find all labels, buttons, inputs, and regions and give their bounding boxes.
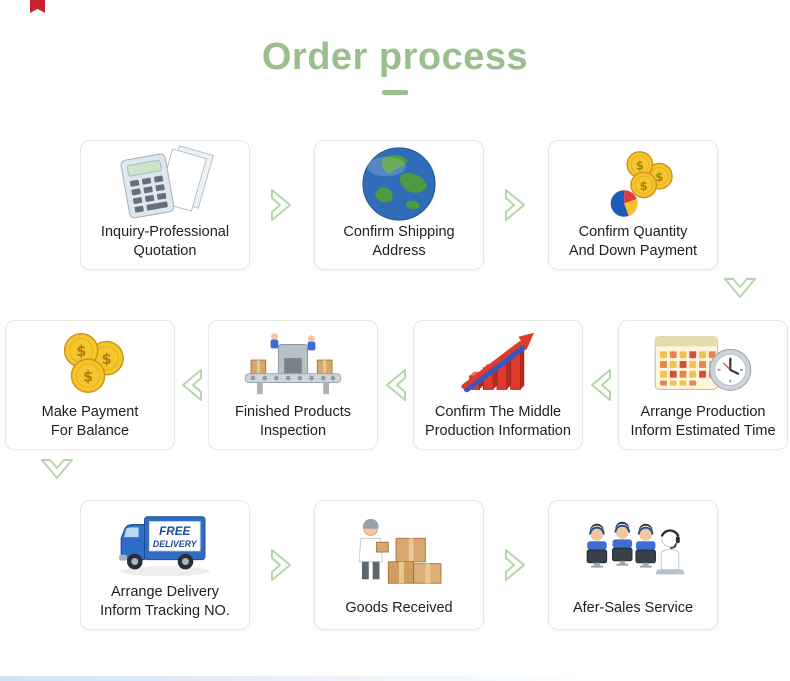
arrow-down-icon — [724, 278, 756, 298]
step-card-products-inspection: Finished Products Inspection — [208, 320, 378, 450]
arrow-right-icon — [505, 189, 525, 221]
step-card-arrange-delivery: FREE DELIVERY Arrange Delivery Inform Tr… — [80, 500, 250, 630]
step-card-payment-balance: $ $ $ Make Payment For Balance — [5, 320, 175, 450]
conveyor-inspection-icon — [244, 333, 342, 395]
step-label-line: Confirm Quantity — [578, 224, 688, 240]
step-card-goods-received: Goods Received — [314, 500, 484, 630]
step-label: Confirm The Middle Production Informatio… — [414, 403, 582, 452]
step-label-line: Address — [372, 242, 426, 259]
step-label-line: Goods Received — [345, 600, 453, 617]
step-card-inquiry-quotation: Inquiry-Professional Quotation — [80, 140, 250, 270]
dollar-glyph: $ — [83, 369, 93, 386]
step-label-line: Production Information — [425, 422, 571, 439]
step-label: Confirm Quantity And Down Payment — [549, 223, 717, 272]
arrow-right-icon — [505, 549, 525, 581]
step-label-line: Arrange Production — [640, 404, 766, 420]
calculator-quotation-icon — [110, 141, 220, 223]
growth-chart-icon — [461, 332, 535, 393]
step-label-line: Arrange Delivery — [111, 584, 219, 600]
step-card-middle-production-info: Confirm The Middle Production Informatio… — [413, 320, 583, 450]
step-label: Confirm Shipping Address — [315, 223, 483, 272]
step-label-line: Confirm The Middle — [434, 404, 562, 420]
customer-service-icon — [578, 501, 688, 599]
step-label-line: Inspection — [259, 422, 327, 439]
gold-coins-icon: $ $ $ — [63, 333, 124, 394]
growth-chart-icon — [443, 321, 553, 403]
calculator-quotation-icon — [120, 145, 214, 219]
calendar-clock-icon — [654, 336, 752, 391]
arrow-left-icon — [591, 369, 611, 401]
step-label: Inquiry-Professional Quotation — [81, 223, 249, 272]
dollar-glyph: $ — [76, 343, 86, 360]
step-label-line: Inform Estimated Time — [630, 422, 776, 439]
delivery-truck-icon: FREE DELIVERY — [119, 516, 210, 577]
step-label-line: Quotation — [133, 242, 197, 259]
arrow-down-icon — [41, 459, 73, 479]
gold-coins-icon: $ $ $ — [35, 321, 145, 403]
step-label-line: And Down Payment — [568, 242, 698, 259]
step-card-arrange-production: Arrange Production Inform Estimated Time — [618, 320, 788, 450]
arrow-right-icon — [271, 549, 291, 581]
top-left-ribbon-artifact — [30, 0, 45, 13]
step-label: Arrange Production Inform Estimated Time — [619, 403, 787, 452]
arrow-left-icon — [182, 369, 202, 401]
coins-pie-chart-icon: $ $ $ — [610, 151, 673, 218]
title-block: Order process — [0, 36, 790, 95]
conveyor-inspection-icon — [238, 321, 348, 403]
step-label-line: Confirm Shipping — [343, 224, 455, 240]
arrow-left-icon — [386, 369, 406, 401]
customer-service-icon — [586, 521, 685, 575]
dollar-glyph: $ — [640, 179, 648, 193]
delivery-truck-icon: FREE DELIVERY — [110, 501, 220, 583]
step-label: Goods Received — [315, 599, 483, 629]
step-label: Finished Products Inspection — [209, 403, 377, 452]
bottom-section-edge — [0, 676, 790, 681]
step-label-line: Afer-Sales Service — [572, 600, 694, 617]
step-card-quantity-down-payment: $ $ $ Confirm Quantity And Down Paym — [548, 140, 718, 270]
step-label: Arrange Delivery Inform Tracking NO. — [81, 583, 249, 632]
coins-pie-chart-icon: $ $ $ — [578, 141, 688, 223]
step-card-shipping-address: Confirm Shipping Address — [314, 140, 484, 270]
step-label: Afer-Sales Service — [549, 599, 717, 629]
step-label-line: For Balance — [50, 422, 130, 439]
page-title: Order process — [261, 36, 529, 78]
globe-icon — [344, 141, 454, 223]
dollar-glyph: $ — [101, 351, 111, 368]
arrow-right-icon — [271, 189, 291, 221]
dollar-glyph: $ — [655, 170, 663, 184]
globe-icon — [362, 147, 436, 221]
title-underline — [382, 90, 408, 95]
step-card-after-sales: Afer-Sales Service — [548, 500, 718, 630]
step-label-line: Inform Tracking NO. — [100, 602, 230, 619]
truck-sign-line2: DELIVERY — [153, 539, 198, 549]
step-label-line: Finished Products — [234, 404, 352, 420]
truck-sign-line1: FREE — [159, 525, 191, 538]
dollar-glyph: $ — [636, 158, 644, 172]
step-label: Make Payment For Balance — [6, 403, 174, 452]
courier-boxes-icon — [358, 518, 442, 584]
calendar-clock-icon — [648, 321, 758, 403]
step-label-line: Make Payment — [41, 404, 139, 420]
step-label-line: Inquiry-Professional — [100, 224, 230, 240]
courier-boxes-icon — [344, 501, 454, 599]
